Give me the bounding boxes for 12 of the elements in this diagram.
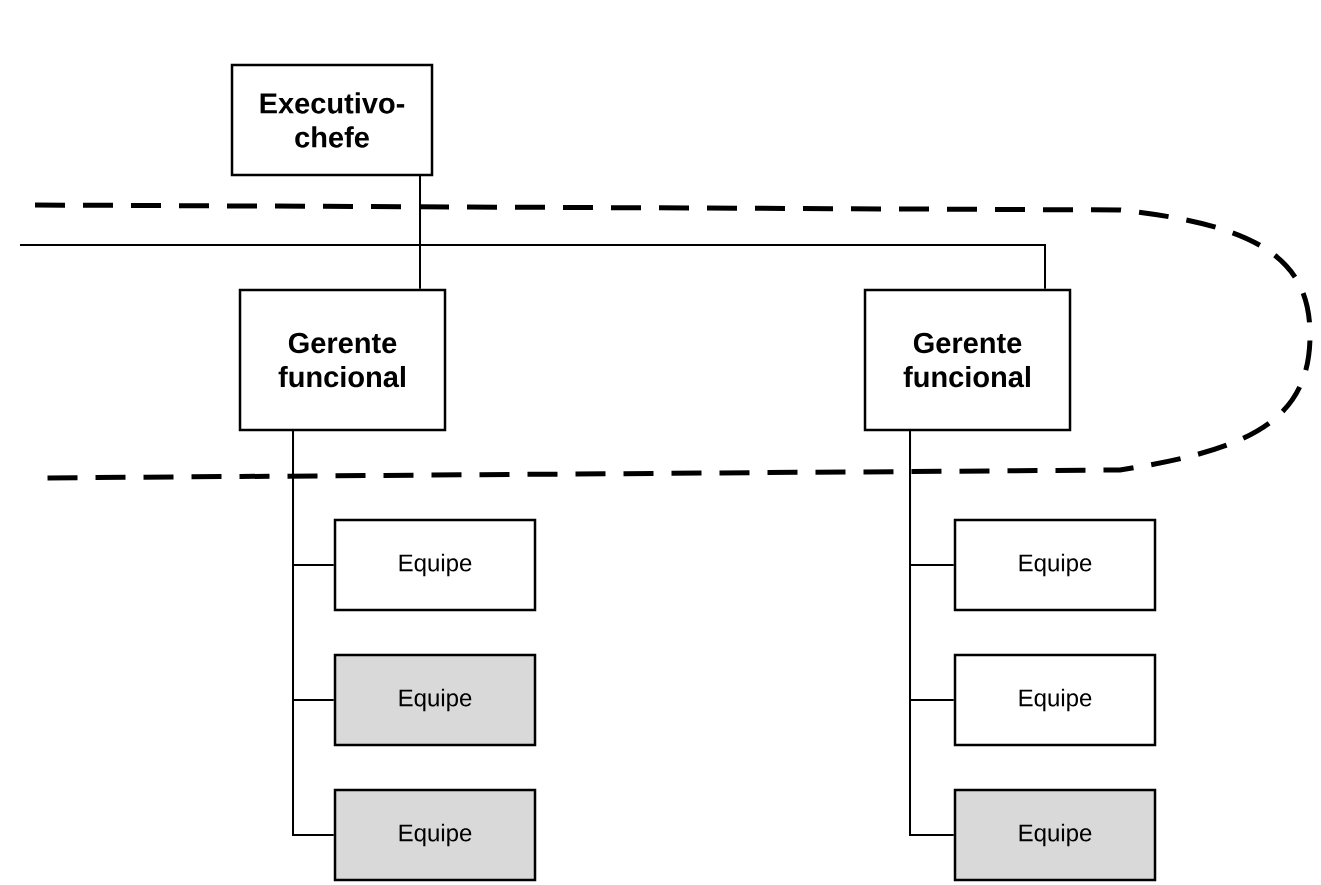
team-box: Equipe — [333, 653, 537, 747]
team-box: Equipe — [953, 788, 1157, 882]
executive-box: Executivo-chefe — [230, 63, 434, 177]
manager-box: Gerente funcional — [238, 288, 447, 432]
connector-line — [19, 175, 421, 246]
manager-box: Gerente funcional — [863, 288, 1072, 432]
team-box: Equipe — [953, 518, 1157, 612]
team-box: Equipe — [333, 788, 537, 882]
connector-line — [292, 430, 335, 836]
team-box: Equipe — [333, 518, 537, 612]
team-box: Equipe — [953, 653, 1157, 747]
connector-line — [909, 430, 955, 836]
